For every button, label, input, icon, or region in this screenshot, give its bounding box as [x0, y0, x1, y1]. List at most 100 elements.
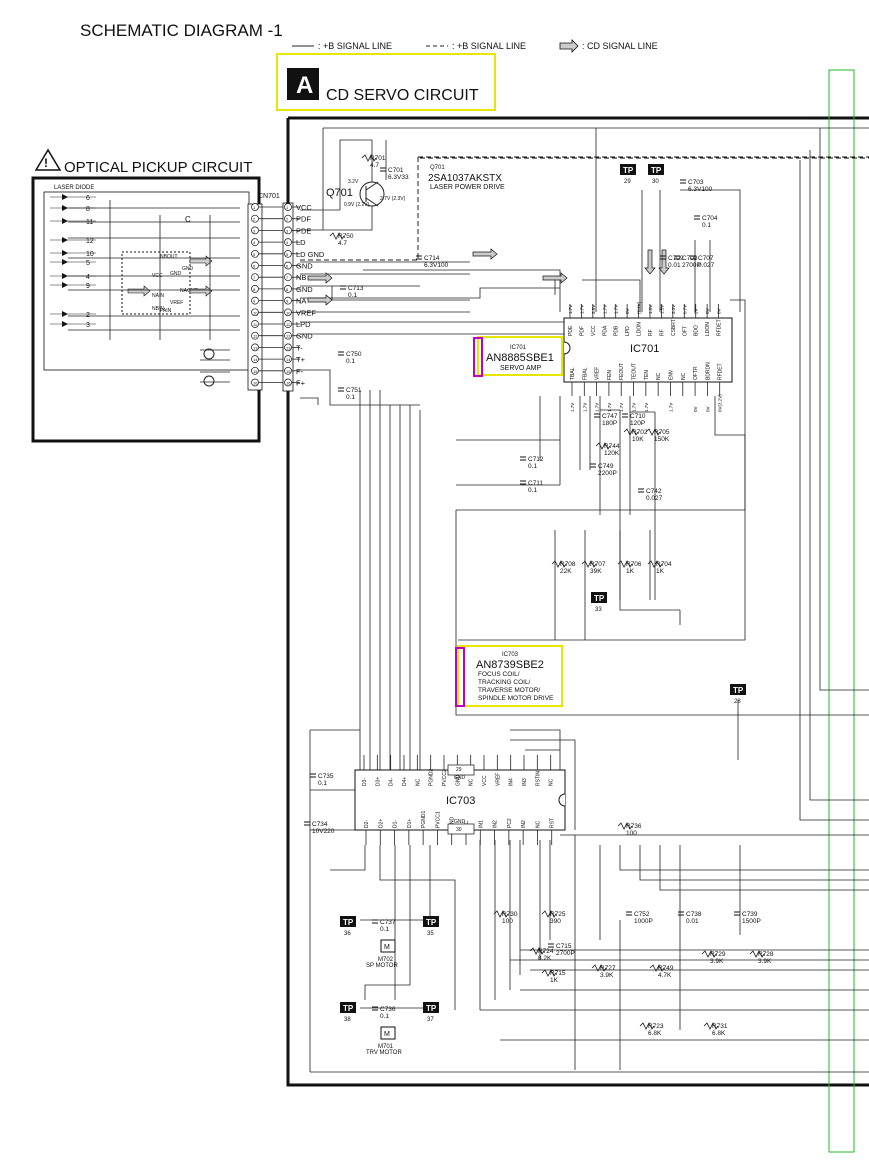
component-ref: C737	[380, 919, 396, 926]
ic703-bottom-pin: RST	[550, 818, 556, 828]
ic701-top-voltage: 2V	[694, 308, 699, 314]
resistor-icon	[541, 969, 557, 977]
svg-text:!: !	[44, 156, 48, 170]
resistor-icon	[529, 947, 545, 955]
resistor-icon	[493, 910, 509, 918]
svg-text:Q701: Q701	[430, 165, 445, 171]
component-value: 0.1	[380, 1013, 389, 1020]
ic701-top-voltage: 1.5V	[648, 305, 653, 314]
ic703-top-pin: NC	[415, 778, 421, 786]
pickup-connector-pin-number: 13	[253, 345, 258, 350]
cd-signal-arrow-icon	[658, 249, 670, 275]
ic701-top-voltage: 3.5V	[591, 305, 596, 314]
component-value: 4.7	[338, 240, 347, 247]
component-value: 10V220	[312, 828, 335, 835]
component-value: 390	[550, 918, 561, 925]
component-value: 150K	[654, 436, 670, 443]
component-value: 0.01	[686, 918, 699, 925]
component-ref: C751	[346, 387, 362, 394]
component-value: 4.7K	[658, 972, 672, 979]
ic701-bottom-voltage: 0V	[705, 406, 710, 412]
cn701-pin-number: 1	[286, 205, 289, 210]
ic703-gnd-pin-number: 29	[456, 767, 462, 773]
capacitor-icon	[340, 285, 346, 290]
ic703-bottom-pin: D2-	[364, 820, 370, 828]
pickup-connector-pin	[251, 378, 259, 387]
ic703-top-pin: VREF	[495, 773, 501, 786]
pickup-connector-pin	[251, 331, 259, 340]
ic703-top-pin: D4+	[402, 777, 408, 786]
component-value: 6.3V100	[688, 186, 713, 193]
component-ref: C734	[312, 821, 328, 828]
pickup-connector-pin	[251, 308, 259, 317]
component-ref: R706	[626, 561, 642, 568]
motor-name: SP MOTOR	[366, 963, 398, 969]
component-ref: C738	[686, 911, 702, 918]
ic701-bottom-voltage: 1.7V	[668, 403, 673, 412]
capacitor-icon	[548, 943, 554, 948]
ic701-top-voltage: 1.7V	[614, 305, 619, 314]
component-ref: R736	[626, 823, 642, 830]
cn701-pin	[284, 226, 292, 235]
pickup-connector-pin-number: 4	[253, 240, 256, 245]
cn701-pin-label: VCC	[296, 203, 312, 212]
cn701-pin-number: 12	[286, 334, 291, 339]
laser-diode-label: LASER DIODE	[54, 185, 94, 191]
ic703-gnd-pin-number: 30	[456, 827, 462, 833]
ic701-bottom-voltage: 1.7V	[619, 403, 624, 412]
photodiode-label: NBIN	[152, 306, 164, 312]
ic701-top-pin: RFDET	[717, 319, 723, 336]
ic701-top-pin: VCC	[591, 325, 597, 336]
cn701-pin-label: PDF	[296, 215, 311, 224]
motor-symbol: M	[384, 1031, 390, 1038]
cn701-pin-number: 5	[286, 252, 289, 257]
cn701-pin-label: GND	[296, 262, 313, 271]
pickup-connector-pin	[251, 273, 259, 282]
ic701-desc: SERVO AMP	[500, 365, 541, 372]
q701-voltage-1: 3.2V	[348, 179, 359, 185]
test-point-number: 33	[595, 607, 602, 613]
cn701-pin	[284, 378, 292, 387]
capacitor-icon	[338, 351, 344, 356]
ic701-bottom-pin: NC	[656, 372, 662, 380]
component-value: 1K	[656, 568, 665, 575]
ic703-bottom-pin: IN1	[478, 820, 484, 828]
pickup-connector-pin-number: 16	[253, 381, 258, 386]
cd-signal-arrow-icon	[189, 255, 213, 267]
component-value: 0.1	[346, 394, 355, 401]
resistor-icon	[623, 428, 639, 436]
pickup-pin-number: 2	[86, 312, 90, 319]
cn701-pin	[284, 320, 292, 328]
component-value: 6.3V100	[424, 262, 449, 269]
pickup-connector-pin	[251, 238, 259, 246]
cn701-pin-label: T+	[296, 355, 306, 364]
capacitor-icon	[674, 255, 680, 260]
test-point-number: 35	[427, 931, 434, 937]
test-point-number: 29	[624, 179, 631, 185]
test-point-label: TP	[343, 1004, 354, 1013]
component-ref: C710	[630, 413, 646, 420]
cn701-pin	[284, 366, 292, 375]
component-ref: R705	[654, 429, 670, 436]
test-point-number: 28	[734, 699, 741, 705]
ic701-highlight	[477, 336, 563, 376]
ic701-bottom-pin: VREF	[595, 367, 601, 380]
ic701-bottom-voltage: 1.7V	[607, 403, 612, 412]
cn701-pin	[284, 296, 292, 305]
capacitor-icon	[626, 911, 632, 916]
cn701-pin-number: 11	[286, 322, 291, 327]
